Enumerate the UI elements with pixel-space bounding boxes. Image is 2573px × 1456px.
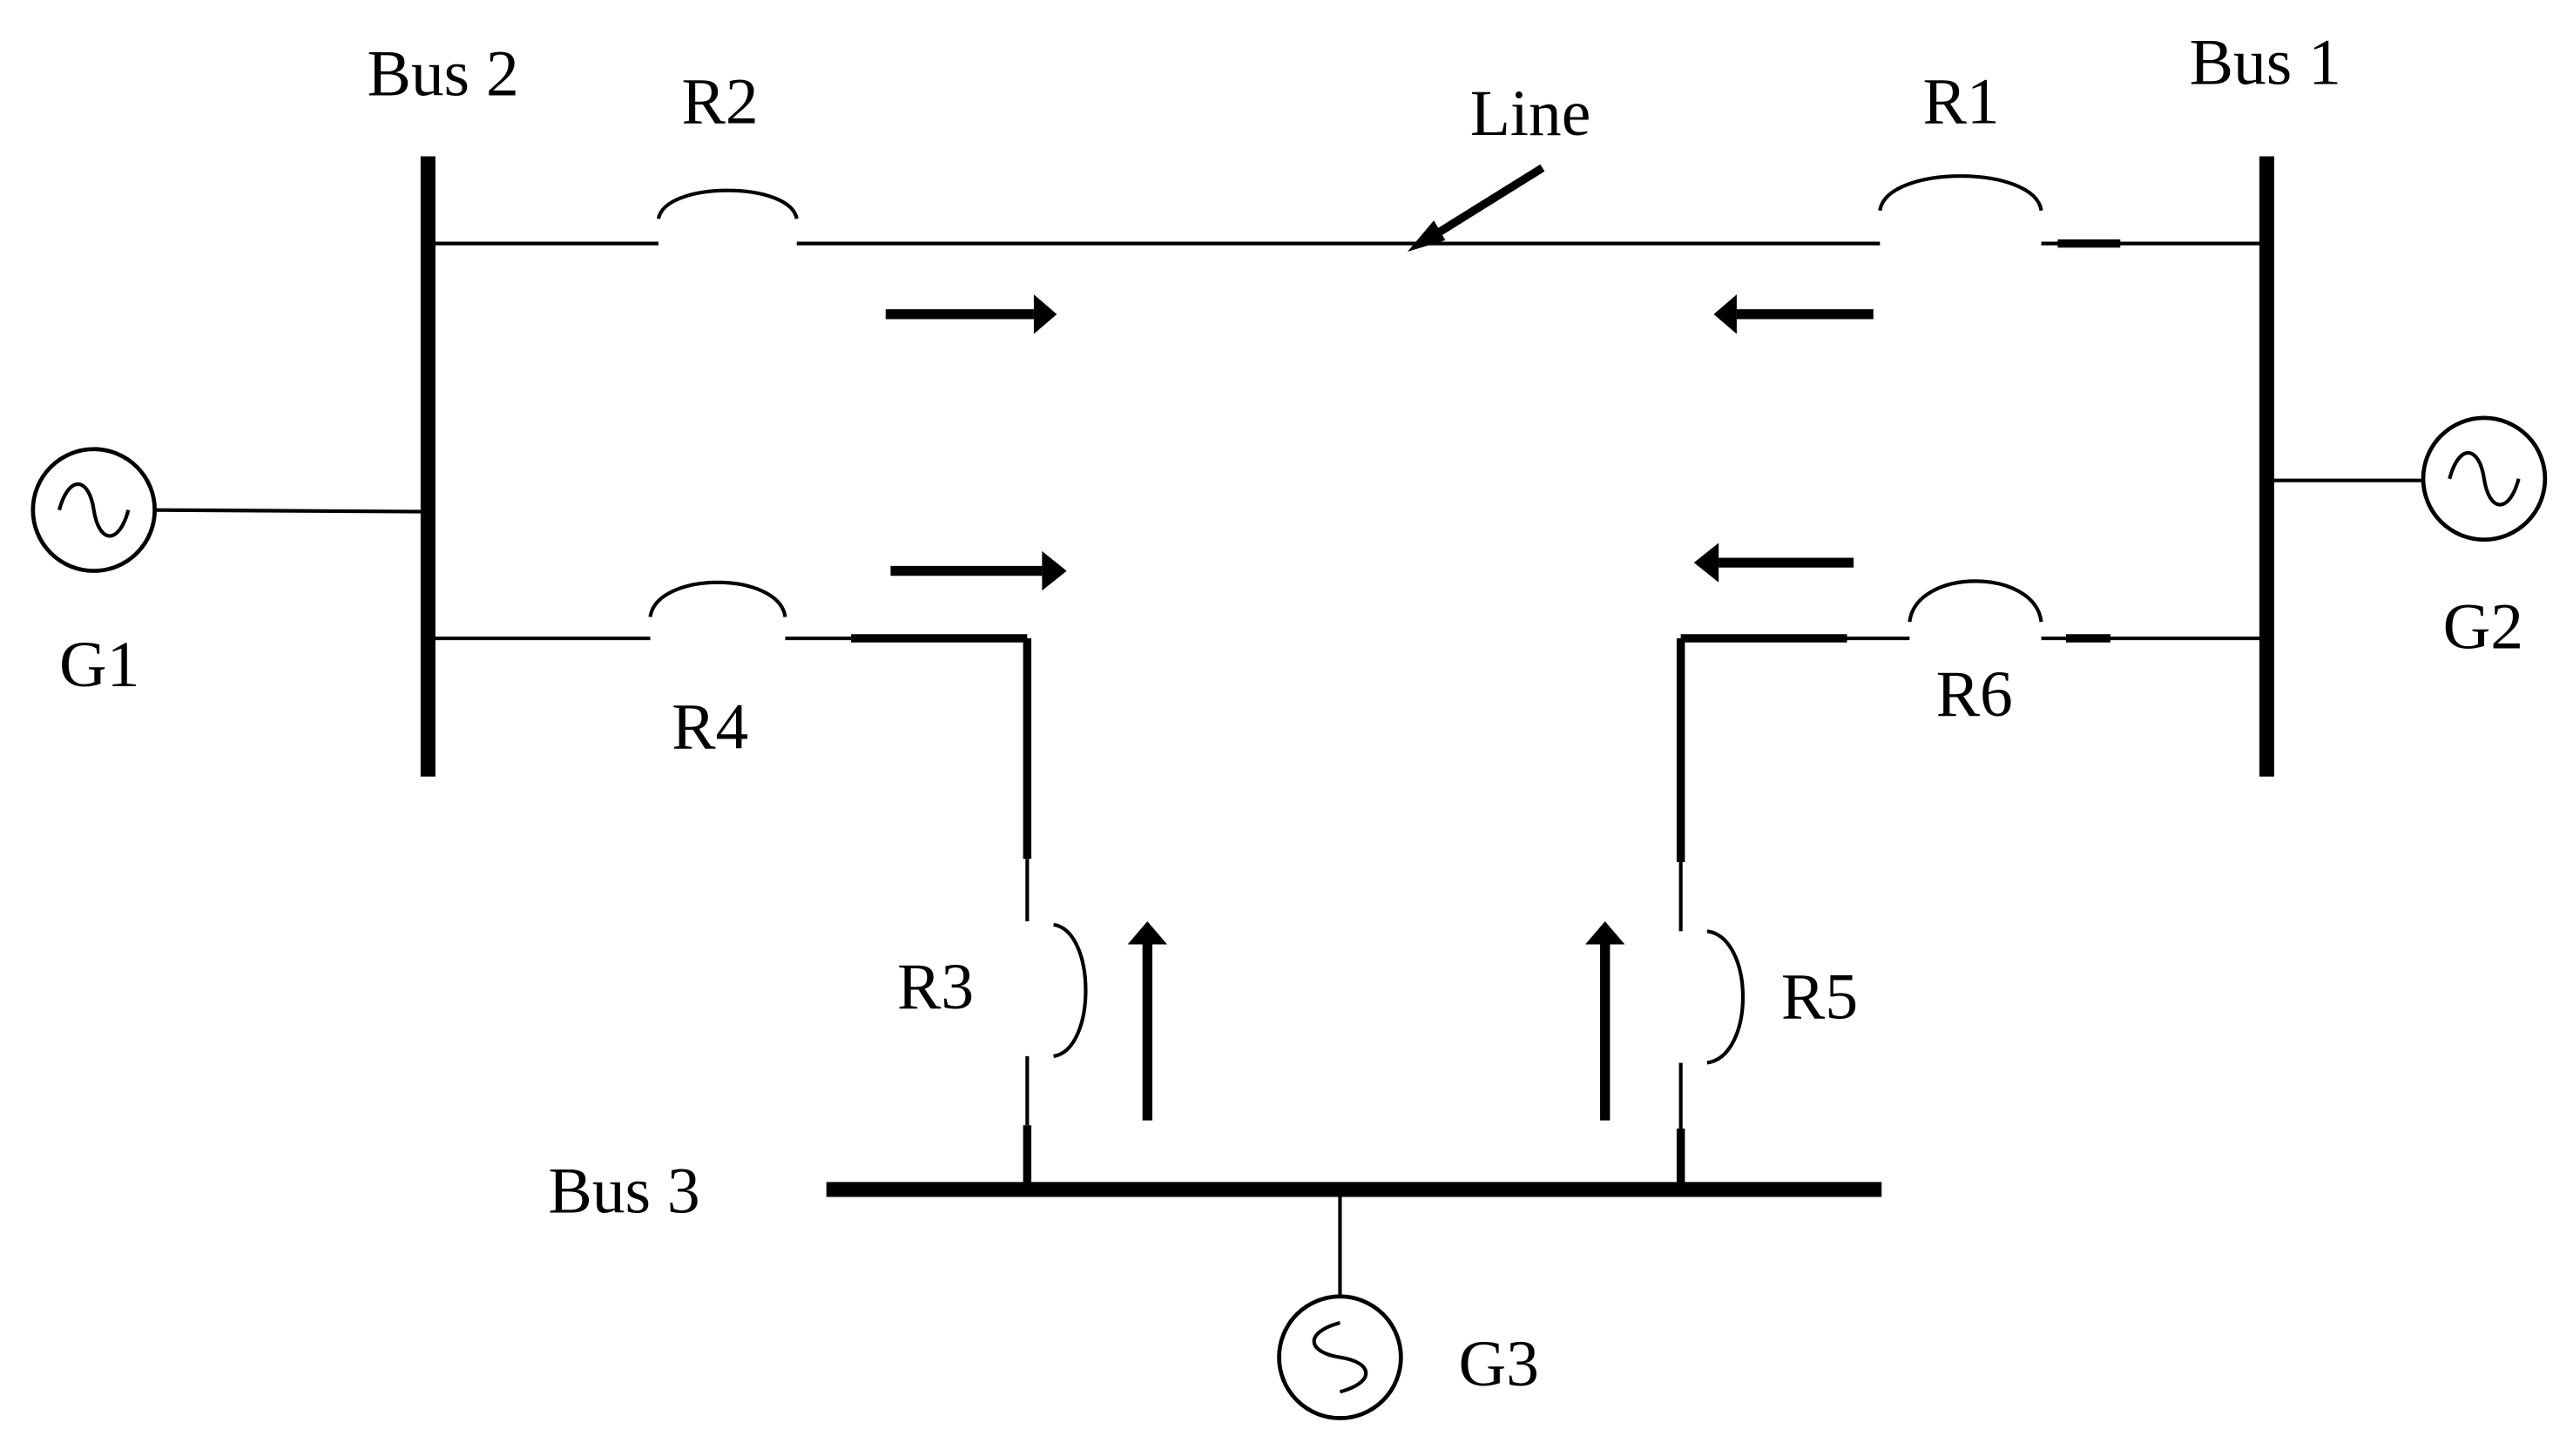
generator-g1 [30,447,429,573]
relay-r1-symbol [1878,174,2043,212]
generator-g2 [2266,415,2548,543]
direction-arrow-r1-left [1713,294,1874,334]
relay-r2-symbol [656,188,799,219]
line-bus2-bus3 [428,634,1032,1190]
line-bus1-bus3 [1676,634,2267,1190]
relay-r5-label: R5 [1781,961,1858,1033]
relay-r3-label: R3 [897,951,974,1023]
sine-wave-icon [1312,1320,1368,1394]
relay-r1-label: R1 [1922,66,1999,138]
direction-arrow-r2-right [885,294,1057,334]
line-label: Line [1470,78,1591,150]
relay-r3-symbol [1053,922,1088,1058]
generator-g2-label: G2 [2443,590,2523,663]
sine-wave-icon [2448,451,2521,507]
relay-r6-symbol [1908,579,2043,623]
direction-arrow-r4-right [890,550,1067,591]
line-pointer-arrow [1407,164,1545,253]
relay-r4-symbol [648,580,787,617]
bus-3-label: Bus 3 [548,1155,699,1227]
direction-arrow-r6-left [1693,543,1854,583]
direction-arrow-r3-up [1127,920,1167,1121]
relay-r5-symbol [1706,929,1746,1065]
direction-arrow-r5-up [1585,920,1625,1121]
relay-r6-label: R6 [1936,658,2013,731]
sine-wave-icon [57,482,131,538]
bus-1-label: Bus 1 [2190,26,2341,98]
generator-g1-label: G1 [59,629,139,701]
relay-r4-label: R4 [672,691,748,764]
bus-2-label: Bus 2 [367,38,518,111]
generator-g3-label: G3 [1459,1328,1539,1400]
relay-r2-label: R2 [681,66,758,138]
generator-g3 [1277,1189,1403,1420]
